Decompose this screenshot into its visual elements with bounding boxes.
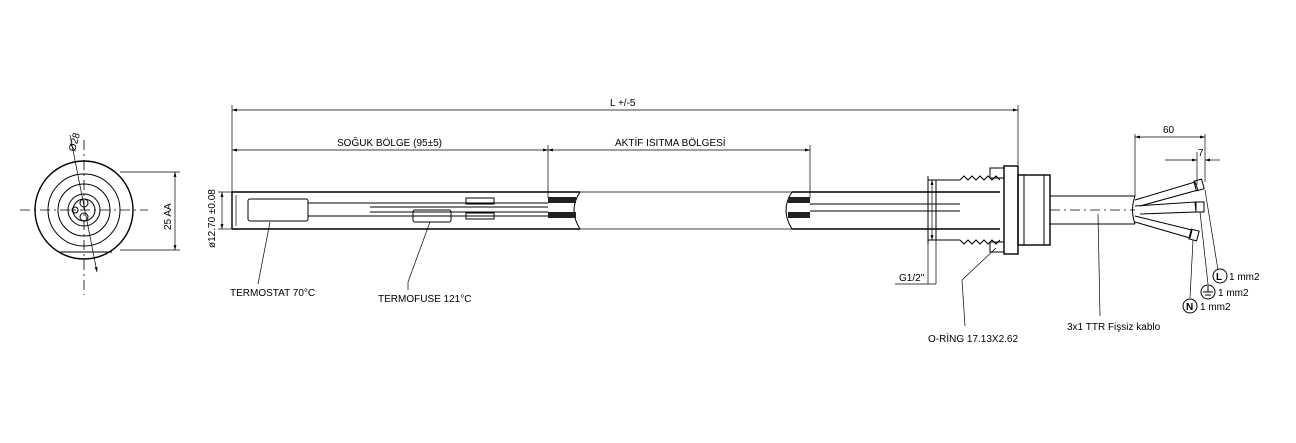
wire-N-section: 1 mm2 — [1200, 302, 1231, 313]
live-icon — [1212, 268, 1228, 284]
wire-L-section: 1 mm2 — [1229, 272, 1260, 283]
connector — [465, 212, 495, 220]
cable — [1050, 178, 1205, 242]
svg-text:L: L — [1216, 272, 1222, 283]
wire-PE: 1 mm2 — [1200, 284, 1249, 300]
across-flats-label: 25 AA — [163, 203, 174, 230]
end-view: Ø28 25 AA — [20, 131, 180, 295]
wire-L: L 1 mm2 — [1212, 268, 1260, 284]
wire-PE-section: 1 mm2 — [1218, 288, 1249, 299]
svg-text:N: N — [1186, 302, 1193, 313]
thread-label: G1/2" — [899, 273, 925, 284]
neutral-icon — [1182, 298, 1198, 314]
diameter-label: ø12.70 ±0.08 — [207, 189, 218, 248]
oring-label: O-RİNG 17.13X2.62 — [928, 332, 1018, 345]
threaded-fitting — [927, 165, 1051, 255]
thermostat-label: TERMOSTAT 70°C — [230, 288, 315, 299]
thermofuse-body — [412, 209, 452, 223]
lead-length-label: 60 — [1163, 125, 1175, 136]
flange-diameter-label: Ø28 — [67, 131, 83, 153]
coil-left — [548, 197, 576, 218]
wire-N: N 1 mm2 — [1182, 298, 1231, 314]
thermofuse-label: TERMOFUSE 121°C — [378, 294, 471, 305]
coil-right — [788, 197, 810, 218]
ground-icon — [1200, 284, 1216, 300]
cable-label: 3x1 TTR Fişsiz kablo — [1067, 322, 1161, 333]
strip-length-label: 7 — [1198, 148, 1204, 159]
thermostat-body — [247, 198, 309, 222]
active-zone-label: AKTİF ISITMA BÖLGESİ — [615, 136, 726, 149]
callouts: TERMOSTAT 70°C TERMOFUSE 121°C O-RİNG 17… — [230, 189, 1260, 345]
overall-length-label: L +/-5 — [610, 98, 636, 109]
heater-side-view: L +/-5 SOĞUK BÖLGE (95±5) AKTİF ISITMA B… — [207, 98, 1220, 285]
cold-zone-label: SOĞUK BÖLGE (95±5) — [337, 136, 442, 149]
connector — [465, 197, 495, 205]
